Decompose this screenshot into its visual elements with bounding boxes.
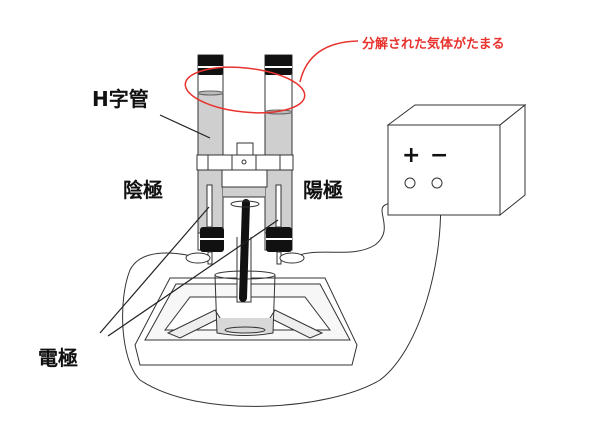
plus-sign: + <box>402 143 421 168</box>
leader-lines <box>99 114 279 337</box>
gas-highlight <box>184 40 359 114</box>
pinch-clamp <box>230 200 260 208</box>
wire-cathode <box>122 189 442 407</box>
electrode-label: 電極 <box>38 346 78 370</box>
clamp <box>196 142 294 171</box>
minus-sign: − <box>430 143 449 168</box>
negative-terminal <box>431 177 443 189</box>
h-tube-label: H字管 <box>92 87 149 111</box>
top-stopper-right <box>265 55 292 75</box>
electrodes <box>185 184 305 265</box>
positive-terminal <box>404 177 416 189</box>
power-supply <box>386 103 527 217</box>
rubber-tube <box>239 199 250 302</box>
top-stopper-left <box>198 55 223 75</box>
gas-collect-label: 分解された気体がたまる <box>362 37 505 52</box>
cathode-label: 陰極 <box>123 178 163 202</box>
anode-label: 陽極 <box>303 178 343 202</box>
